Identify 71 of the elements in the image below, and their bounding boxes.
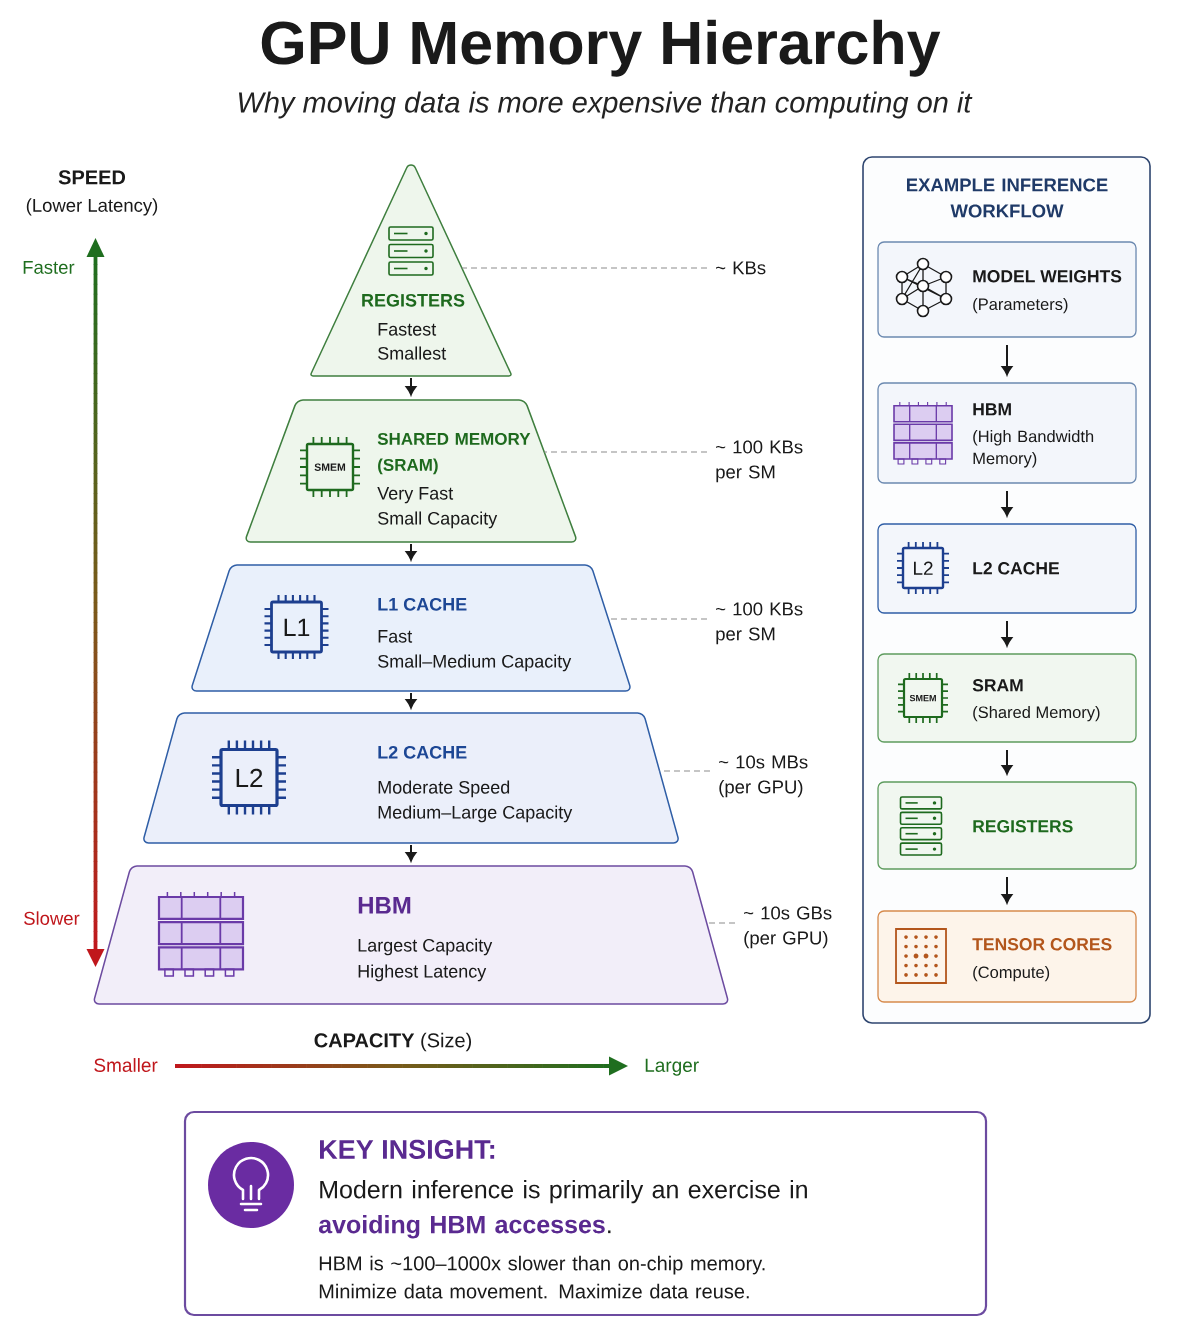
size-label: ~ KBs xyxy=(716,261,766,275)
tier-text: Small Capacity xyxy=(378,511,498,529)
insight-box xyxy=(183,1110,988,1317)
leader-line xyxy=(543,451,708,453)
tier-text: Very Fast xyxy=(377,487,454,504)
chip-label: SMEM xyxy=(909,694,936,702)
arrow xyxy=(405,377,417,396)
tier-text: Fast xyxy=(378,630,413,643)
pyramid-tier xyxy=(245,399,577,543)
card-text: (Shared Memory) xyxy=(973,705,1100,722)
axis-end-label: Smaller xyxy=(94,1058,158,1072)
chip-label: L2 xyxy=(236,768,263,787)
workflow-card xyxy=(877,523,1137,614)
tier-text: Highest Latency xyxy=(358,964,487,982)
pyramid-tier xyxy=(93,865,729,1005)
panel-heading: EXAMPLE INFERENCE WORKFLOW xyxy=(907,178,1108,218)
pyramid-tier xyxy=(310,164,512,377)
insight-note: HBM is ~100–1000x slower than on-chip memory. Minimize data movement. Maximize data reuse. xyxy=(319,1255,765,1299)
axis-title: CAPACITY (Size) xyxy=(314,1032,472,1052)
size-label: ~ 10s GBs (per GPU) xyxy=(744,906,832,949)
workflow-card xyxy=(877,382,1137,484)
tier-title: L2 CACHE xyxy=(378,745,467,759)
arrow xyxy=(405,844,417,862)
workflow-card xyxy=(877,241,1137,338)
title: GPU Memory Hierarchy xyxy=(261,19,941,77)
card-title: REGISTERS xyxy=(973,820,1073,833)
tier-title: HBM xyxy=(358,897,411,914)
tier-text: Small–Medium Capacity xyxy=(378,654,572,672)
size-label: ~ 100 KBs per SM xyxy=(716,602,803,645)
tier-text: Medium–Large Capacity xyxy=(378,805,573,823)
chip-label: SMEM xyxy=(314,463,346,471)
arrow xyxy=(405,692,417,709)
card-text: (Parameters) xyxy=(973,297,1068,314)
card-title: HBM xyxy=(973,403,1011,416)
arrow xyxy=(1001,490,1013,517)
insight-heading: KEY INSIGHT: xyxy=(320,1139,495,1159)
tier-title: SHARED MEMORY (SRAM) xyxy=(377,432,531,475)
subtitle: Why moving data is more expensive than computing on it xyxy=(239,91,973,119)
arrow xyxy=(1001,876,1013,904)
card-title: L2 CACHE xyxy=(973,562,1059,575)
tier-text: Largest Capacity xyxy=(358,938,493,956)
chip-label: L2 xyxy=(914,561,933,575)
axis-title: SPEED xyxy=(58,170,126,185)
size-label: ~ 10s MBs (per GPU) xyxy=(719,755,808,798)
workflow-card xyxy=(877,653,1137,743)
axis-subtitle: (Lower Latency) xyxy=(26,198,158,216)
tier-text: Smallest xyxy=(378,346,447,360)
card-title: SRAM xyxy=(972,679,1023,692)
card-title: MODEL WEIGHTS xyxy=(973,270,1122,283)
tier-text: Fastest xyxy=(378,323,437,336)
pyramid-tier xyxy=(191,564,631,692)
axis-end-label: Faster xyxy=(23,260,75,274)
pyramid-tier xyxy=(143,712,679,844)
workflow-card xyxy=(877,781,1137,870)
tier-text: Moderate Speed xyxy=(378,780,510,798)
leader-line xyxy=(461,267,708,269)
tier-title: L1 CACHE xyxy=(378,597,467,611)
card-text: (High Bandwidth Memory) xyxy=(973,430,1094,468)
chip-label: L1 xyxy=(284,618,310,636)
axis-end-label: Larger xyxy=(645,1058,699,1076)
workflow-card xyxy=(877,910,1137,1003)
size-label: ~ 100 KBs per SM xyxy=(716,440,803,483)
arrow xyxy=(1001,749,1013,775)
arrow xyxy=(405,543,417,561)
leader-line xyxy=(706,922,736,924)
insight-statement: Modern inference is primarily an exercise in avoiding HBM accesses. xyxy=(318,1180,807,1239)
arrow xyxy=(1001,620,1013,647)
arrow xyxy=(1001,344,1013,376)
card-text: (Compute) xyxy=(973,965,1050,982)
card-title: TENSOR CORES xyxy=(972,938,1112,951)
tier-title: REGISTERS xyxy=(362,293,465,307)
